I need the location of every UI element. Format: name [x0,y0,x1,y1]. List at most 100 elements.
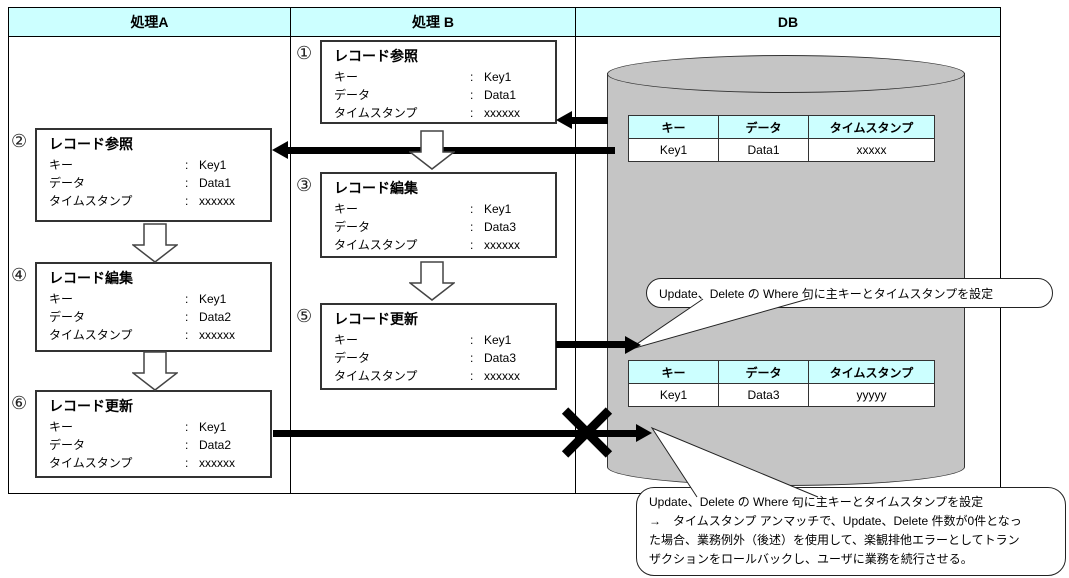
field-label: キー [49,420,74,434]
step-number-2: ② [11,131,28,151]
record-box-step6: レコード更新 キー : Key1 データ : Data2 タイムスタンプ : x… [35,390,272,478]
arrow-a6-to-db-shaft [273,430,636,437]
field-row: データ : Data3 [334,218,551,236]
step-number-6: ⑥ [11,393,28,413]
record-box-step4: レコード編集 キー : Key1 データ : Data2 タイムスタンプ : x… [35,262,272,352]
step-number-4: ④ [11,265,28,285]
arrow-db-to-a2-head-icon [272,141,288,159]
column-header-db: DB [575,7,1001,37]
field-colon: : [470,88,474,102]
field-value: Data1 [484,88,517,102]
arrow-b5-to-db-shaft [556,341,625,348]
field-colon: : [470,333,474,347]
field-row: タイムスタンプ : xxxxxx [49,192,266,210]
column-label: 処理A [130,14,169,30]
record-box-title: レコード参照 [334,48,418,64]
field-colon: : [185,292,189,306]
callout-line: ザクションをロールバックし、ユーザに業務を続行させる。 [649,552,973,566]
field-colon: : [185,420,189,434]
field-colon: : [470,202,474,216]
field-colon: : [185,158,189,172]
field-label: データ [334,220,371,234]
field-value: Key1 [484,202,512,216]
db-cell-key: Key1 [629,384,719,407]
db-cell-data: Data1 [719,139,809,162]
field-label: データ [49,438,86,452]
db-cylinder-top [607,55,965,93]
down-arrow-b1-to-b3-icon [409,130,455,170]
db-col-key-header: キー [629,361,719,384]
field-colon: : [185,456,189,470]
field-colon: : [470,369,474,383]
field-value: Key1 [199,420,227,434]
field-value: Data3 [484,351,517,365]
arrow-db-to-a2-shaft [288,147,615,154]
field-label: データ [334,351,371,365]
field-row: タイムスタンプ : xxxxxx [334,104,551,122]
record-box-title: レコード更新 [49,398,133,414]
field-colon: : [470,70,474,84]
column-header-process-b: 処理 B [290,7,576,37]
field-colon: : [185,194,189,208]
field-row: タイムスタンプ : xxxxxx [49,326,266,344]
record-box-title: レコード編集 [334,180,418,196]
field-label: キー [49,292,74,306]
field-colon: : [185,310,189,324]
field-colon: : [185,438,189,452]
db-col-data-header: データ [719,361,809,384]
record-box-title: レコード参照 [49,136,133,152]
callout-where-clause: Update、Delete の Where 句に主キーとタイムスタンプを設定 [646,278,1053,308]
db-table-before-update: キー データ タイムスタンプ Key1 Data1 xxxxx [628,115,935,162]
db-cell-key: Key1 [629,139,719,162]
record-box-step5: レコード更新 キー : Key1 データ : Data3 タイムスタンプ : x… [320,303,557,390]
field-colon: : [470,106,474,120]
callout-line: → タイムスタンプ アンマッチで、Update、Delete 件数が0件となっ [649,514,1022,528]
field-label: タイムスタンプ [334,106,418,120]
step-number-1: ① [296,43,313,63]
field-colon: : [185,176,189,190]
field-value: xxxxxx [199,194,235,208]
field-row: タイムスタンプ : xxxxxx [334,367,551,385]
column-label: 処理 B [412,14,454,30]
callout-line: Update、Delete の Where 句に主キーとタイムスタンプを設定 [649,495,984,509]
field-row: キー : Key1 [334,200,551,218]
db-table-after-update: キー データ タイムスタンプ Key1 Data3 yyyyy [628,360,935,407]
field-value: xxxxxx [484,238,520,252]
record-box-title: レコード更新 [334,311,418,327]
db-cell-timestamp: yyyyy [809,384,935,407]
field-value: Key1 [199,158,227,172]
field-label: タイムスタンプ [334,238,418,252]
arrow-db-to-b1-shaft [572,117,608,124]
field-colon: : [470,238,474,252]
field-row: キー : Key1 [49,290,266,308]
field-row: データ : Data1 [49,174,266,192]
field-label: キー [49,158,74,172]
arrow-b5-to-db-head-icon [625,336,641,354]
field-row: タイムスタンプ : xxxxxx [49,454,266,472]
down-arrow-a4-to-a6-icon [132,351,178,391]
column-header-process-a: 処理A [8,7,291,37]
record-box-step2: レコード参照 キー : Key1 データ : Data1 タイムスタンプ : x… [35,128,272,222]
field-colon: : [470,351,474,365]
field-row: データ : Data3 [334,349,551,367]
step-number-3: ③ [296,175,313,195]
callout-timestamp-unmatch: Update、Delete の Where 句に主キーとタイムスタンプを設定 →… [636,487,1066,576]
record-box-step1: レコード参照 キー : Key1 データ : Data1 タイムスタンプ : x… [320,40,557,124]
field-row: データ : Data2 [49,308,266,326]
field-value: Key1 [199,292,227,306]
field-colon: : [470,220,474,234]
field-row: キー : Key1 [49,156,266,174]
db-cell-timestamp: xxxxx [809,139,935,162]
field-value: Key1 [484,70,512,84]
field-label: データ [49,176,86,190]
field-value: Data3 [484,220,517,234]
field-value: Data2 [199,310,232,324]
field-row: キー : Key1 [334,331,551,349]
field-value: Data2 [199,438,232,452]
field-label: タイムスタンプ [334,369,418,383]
field-value: Key1 [484,333,512,347]
db-col-timestamp-header: タイムスタンプ [809,361,935,384]
field-label: キー [334,70,359,84]
field-label: キー [334,333,359,347]
